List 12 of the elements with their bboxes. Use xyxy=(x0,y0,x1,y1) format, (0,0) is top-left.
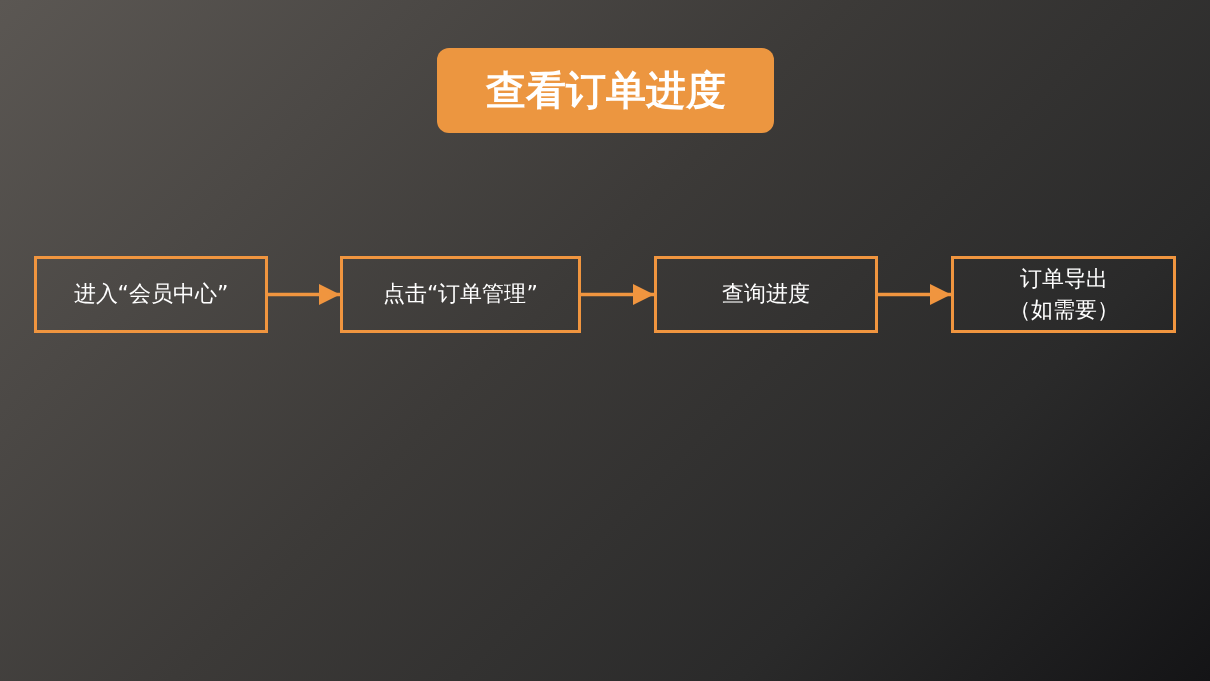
process-box xyxy=(34,256,268,333)
arrow xyxy=(581,284,654,305)
step-label: 查询进度 xyxy=(722,280,810,309)
process-box xyxy=(654,256,878,333)
step-label: 点击“订单管理” xyxy=(383,280,538,309)
step-label: 订单导出（如需要） xyxy=(1008,264,1119,324)
process-box xyxy=(951,256,1176,333)
arrow xyxy=(268,284,340,305)
process-box xyxy=(340,256,581,333)
title-text: 查看订单进度 xyxy=(485,66,726,115)
arrow xyxy=(878,284,951,305)
step-label: 进入“会员中心” xyxy=(73,280,229,309)
